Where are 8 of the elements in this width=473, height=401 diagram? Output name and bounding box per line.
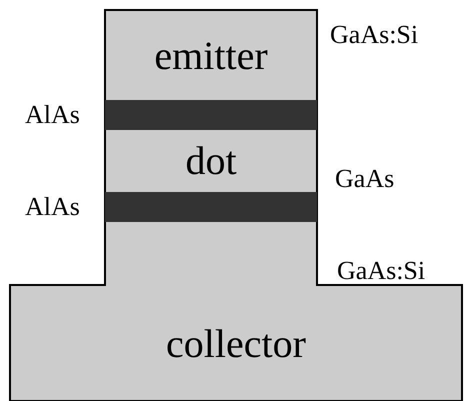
region-label: dot	[185, 141, 237, 181]
material-label: AlAs	[25, 102, 81, 128]
material-label: GaAs:Si	[337, 258, 426, 284]
material-label: GaAs:Si	[330, 22, 418, 48]
material-label: GaAs	[335, 166, 394, 192]
material-label: AlAs	[25, 194, 81, 220]
region-label: emitter	[154, 36, 268, 76]
region-label: collector	[166, 324, 306, 364]
